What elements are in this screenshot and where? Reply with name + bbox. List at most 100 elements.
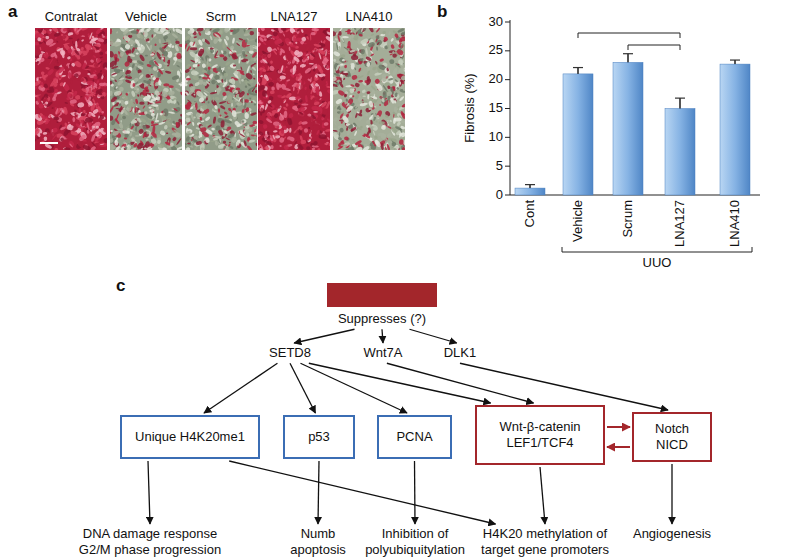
tissue-texture — [137, 121, 138, 126]
tissue-texture — [187, 30, 192, 35]
tissue-texture — [226, 146, 229, 150]
tissue-texture — [150, 66, 153, 69]
tissue-texture — [61, 33, 64, 36]
tissue-texture — [254, 103, 257, 105]
tissue-texture — [145, 122, 150, 126]
tissue-texture — [74, 49, 80, 56]
tissue-texture — [56, 66, 65, 75]
tissue-texture — [71, 55, 78, 62]
tissue-texture — [52, 92, 58, 99]
tissue-texture — [95, 126, 99, 129]
tissue-texture — [58, 60, 61, 65]
tissue-texture — [180, 114, 182, 117]
tissue-texture — [77, 40, 83, 46]
tissue-texture — [219, 105, 225, 110]
tissue-texture — [211, 127, 215, 130]
tissue-texture — [96, 80, 100, 84]
tissue-texture — [129, 137, 135, 143]
tissue-texture — [117, 79, 124, 86]
tissue-texture — [43, 133, 47, 137]
tissue-texture — [80, 120, 84, 124]
tissue-texture — [259, 104, 265, 112]
tissue-texture — [61, 50, 65, 58]
tissue-texture — [310, 33, 312, 40]
tissue-texture — [156, 134, 161, 138]
tissue-texture — [254, 128, 257, 133]
tissue-texture — [301, 103, 308, 105]
tissue-texture — [233, 70, 239, 76]
tissue-texture — [42, 30, 47, 35]
tissue-texture — [58, 76, 61, 79]
tissue-texture — [207, 73, 215, 82]
tissue-texture — [53, 117, 59, 123]
tissue-texture — [274, 38, 283, 46]
tissue-texture — [298, 98, 303, 103]
tissue-texture — [270, 145, 274, 150]
tissue-texture — [166, 128, 172, 134]
tissue-texture — [186, 131, 191, 135]
tissue-texture — [245, 45, 250, 47]
tissue-texture — [77, 102, 84, 108]
tissue-texture — [186, 78, 191, 80]
tissue-texture — [247, 83, 251, 87]
tissue-texture — [207, 76, 212, 80]
tissue-texture — [143, 79, 151, 85]
tissue-texture — [253, 77, 256, 80]
tissue-texture — [221, 50, 224, 54]
tissue-texture — [261, 47, 263, 50]
tissue-texture — [178, 44, 182, 48]
tissue-texture — [326, 88, 330, 94]
tissue-texture — [173, 106, 182, 114]
tissue-texture — [105, 93, 107, 95]
tissue-texture — [144, 111, 148, 115]
tissue-texture — [283, 144, 290, 150]
tissue-texture — [246, 65, 250, 73]
tissue-texture — [113, 85, 119, 91]
tissue-texture — [118, 70, 123, 71]
tissue-texture — [166, 99, 172, 105]
tissue-texture — [255, 83, 257, 87]
tissue-texture — [234, 133, 236, 138]
tissue-texture — [68, 55, 70, 57]
tissue-texture — [134, 107, 137, 113]
tissue-texture — [168, 28, 173, 33]
tissue-texture — [224, 115, 229, 119]
tissue-texture — [229, 141, 231, 143]
tissue-texture — [180, 91, 182, 95]
tissue-texture — [250, 112, 251, 114]
tissue-texture — [294, 74, 299, 78]
tissue-texture — [68, 132, 71, 134]
tissue-texture — [312, 140, 318, 146]
tissue-texture — [105, 51, 107, 54]
tissue-texture — [302, 78, 305, 84]
tissue-texture — [230, 78, 236, 85]
tissue-texture — [196, 28, 203, 32]
tissue-texture — [78, 134, 87, 143]
tissue-texture — [49, 29, 52, 32]
tissue-texture — [288, 46, 290, 51]
tissue-texture — [280, 65, 284, 73]
tissue-texture — [131, 138, 136, 143]
tissue-texture — [264, 146, 270, 150]
tissue-texture — [194, 81, 200, 86]
tissue-texture — [254, 129, 257, 133]
tissue-texture — [131, 30, 138, 33]
tissue-texture — [301, 124, 307, 128]
tissue-texture — [81, 127, 85, 131]
tissue-texture — [222, 95, 228, 101]
tissue-texture — [122, 28, 130, 36]
tissue-texture — [59, 82, 64, 87]
tissue-texture — [227, 107, 232, 112]
tissue-texture — [209, 35, 213, 41]
tissue-texture — [67, 56, 71, 60]
tissue-texture — [273, 121, 280, 126]
tissue-texture — [146, 94, 151, 99]
tissue-texture — [71, 62, 76, 67]
tissue-texture — [189, 50, 197, 58]
tissue-texture — [198, 61, 201, 63]
tissue-texture — [215, 111, 218, 116]
tissue-texture — [53, 32, 61, 38]
tissue-texture — [310, 129, 315, 134]
tissue-texture — [233, 92, 236, 96]
tissue-texture — [322, 84, 325, 88]
